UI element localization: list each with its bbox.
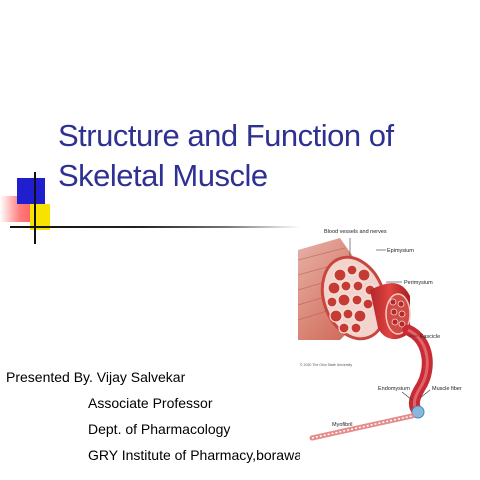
label-blood-vessels: Blood vessels and nerves [324, 229, 387, 235]
label-muscle-fiber: Muscle fiber [432, 386, 462, 392]
label-fascicle: Fascicle [420, 334, 440, 340]
decorative-vertical-line [34, 172, 36, 244]
presenter-designation: Associate Professor [88, 395, 213, 411]
title-line-2: Skeletal Muscle [58, 158, 268, 193]
decorative-horizontal-line [10, 226, 300, 228]
presenter-department: Dept. of Pharmacology [88, 421, 231, 437]
skeletal-muscle-diagram: Blood vessels and nerves Epimysium Perim… [290, 220, 470, 450]
label-epimysium: Epimysium [387, 248, 414, 254]
presenter-name: Presented By. Vijay Salvekar [6, 369, 186, 385]
slide-title: Structure and Function of Skeletal Muscl… [58, 116, 458, 196]
muscle-fiber [402, 324, 433, 418]
title-line-1: Structure and Function of [58, 118, 394, 153]
fascicle-bundles [326, 264, 376, 334]
label-endomysium: Endomysium [378, 386, 410, 392]
label-perimysium: Perimysium [404, 280, 433, 286]
label-myofibril: Myofibril [332, 422, 352, 428]
decorative-blue-block [17, 178, 45, 204]
presenter-institute: GRY Institute of Pharmacy,borawan [88, 447, 300, 463]
label-copyright: © 2020 The Ohio State University [300, 363, 352, 367]
myofibril [309, 413, 415, 441]
